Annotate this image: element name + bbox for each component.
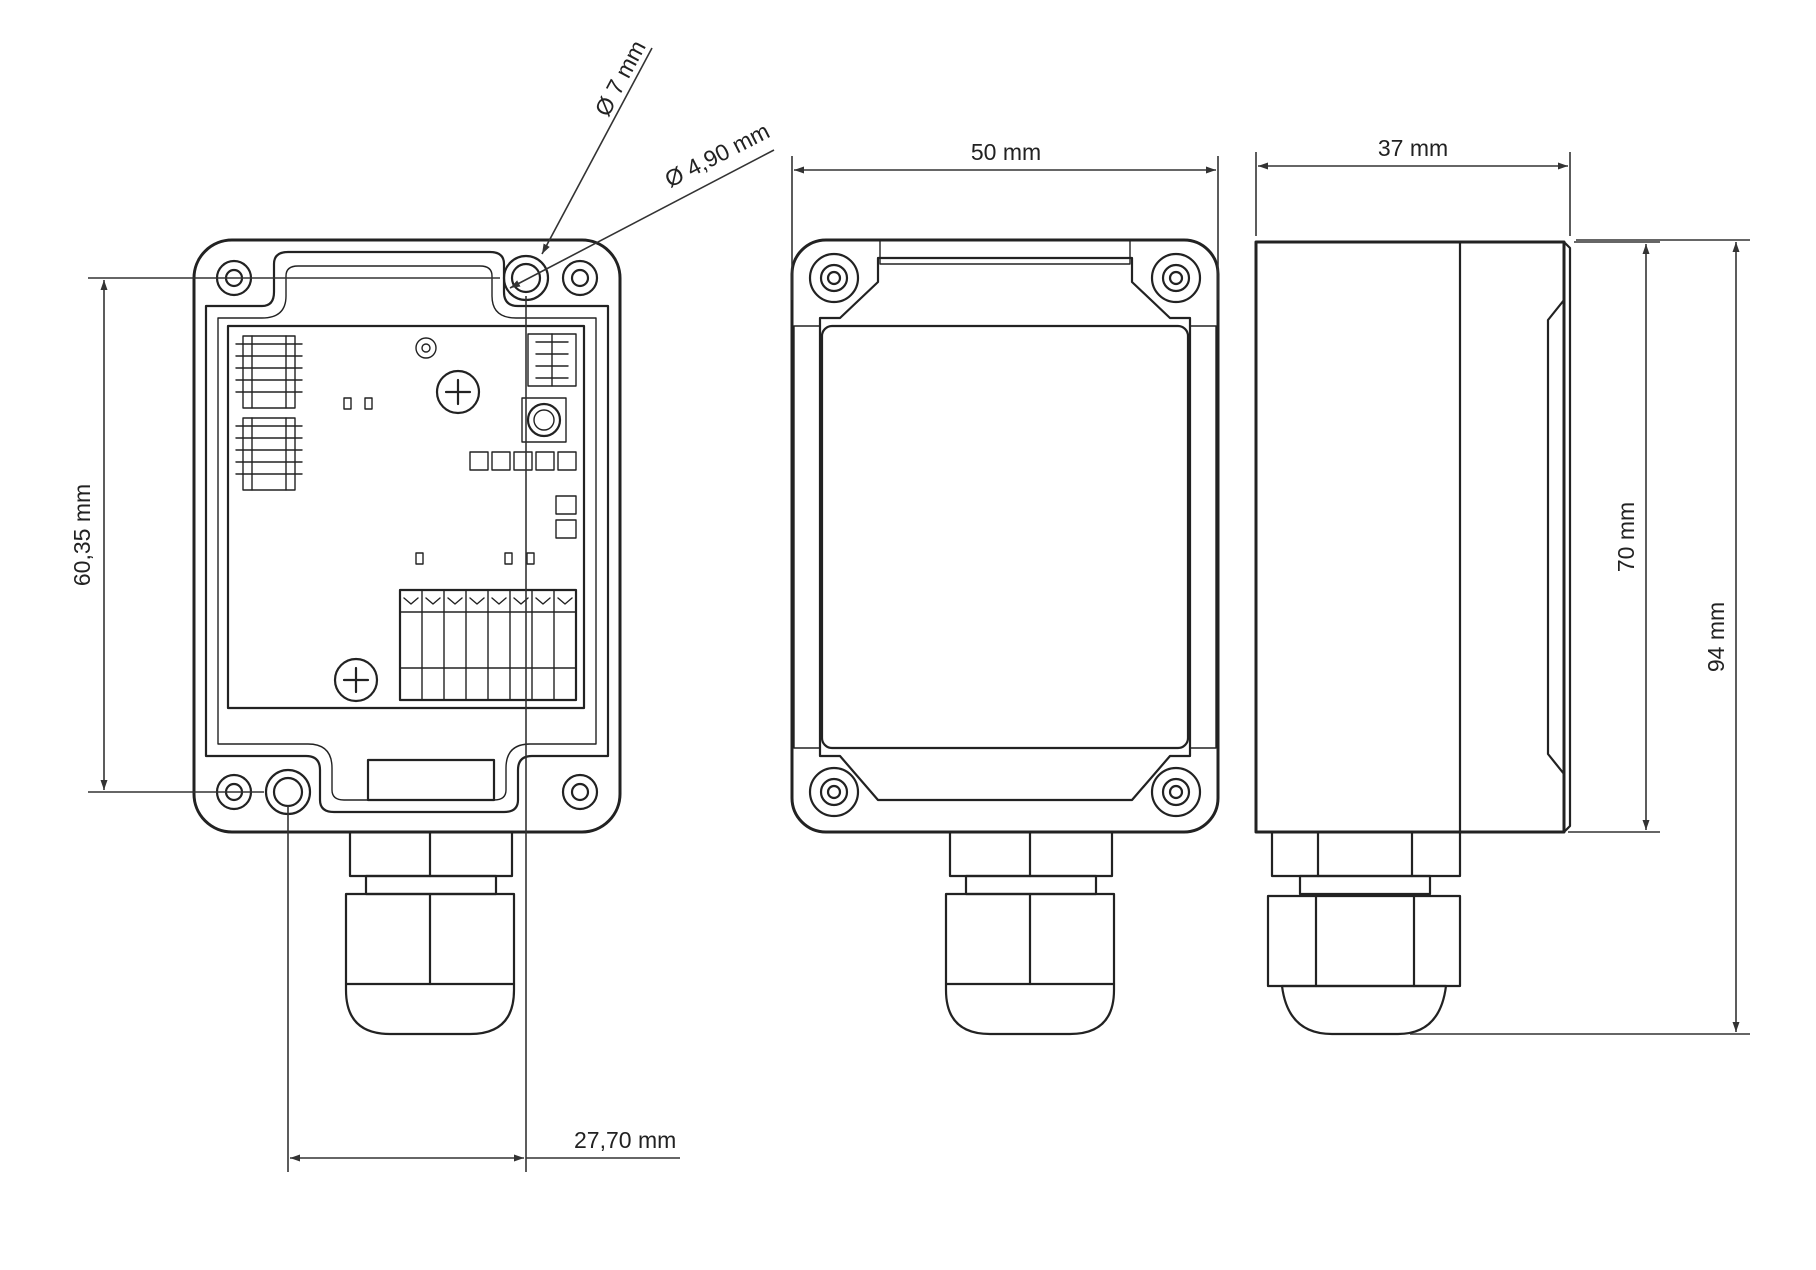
- dimension-labels: Ø 7 mm Ø 4,90 mm 60,35 mm 27,70 mm 50 mm…: [69, 36, 1729, 1153]
- label-spacing-vertical: 60,35 mm: [69, 484, 95, 586]
- label-height-total: 94 mm: [1703, 602, 1729, 672]
- label-height-body: 70 mm: [1613, 502, 1639, 572]
- front-view: [790, 238, 1220, 1036]
- label-width: 50 mm: [971, 139, 1041, 165]
- open-enclosure-view: [192, 238, 622, 1036]
- label-depth: 37 mm: [1378, 135, 1448, 161]
- dimension-lines: [88, 47, 1750, 1172]
- label-hole-4-90: Ø 4,90 mm: [660, 118, 773, 193]
- side-view: [1254, 240, 1572, 1036]
- label-spacing-horizontal: 27,70 mm: [574, 1127, 676, 1153]
